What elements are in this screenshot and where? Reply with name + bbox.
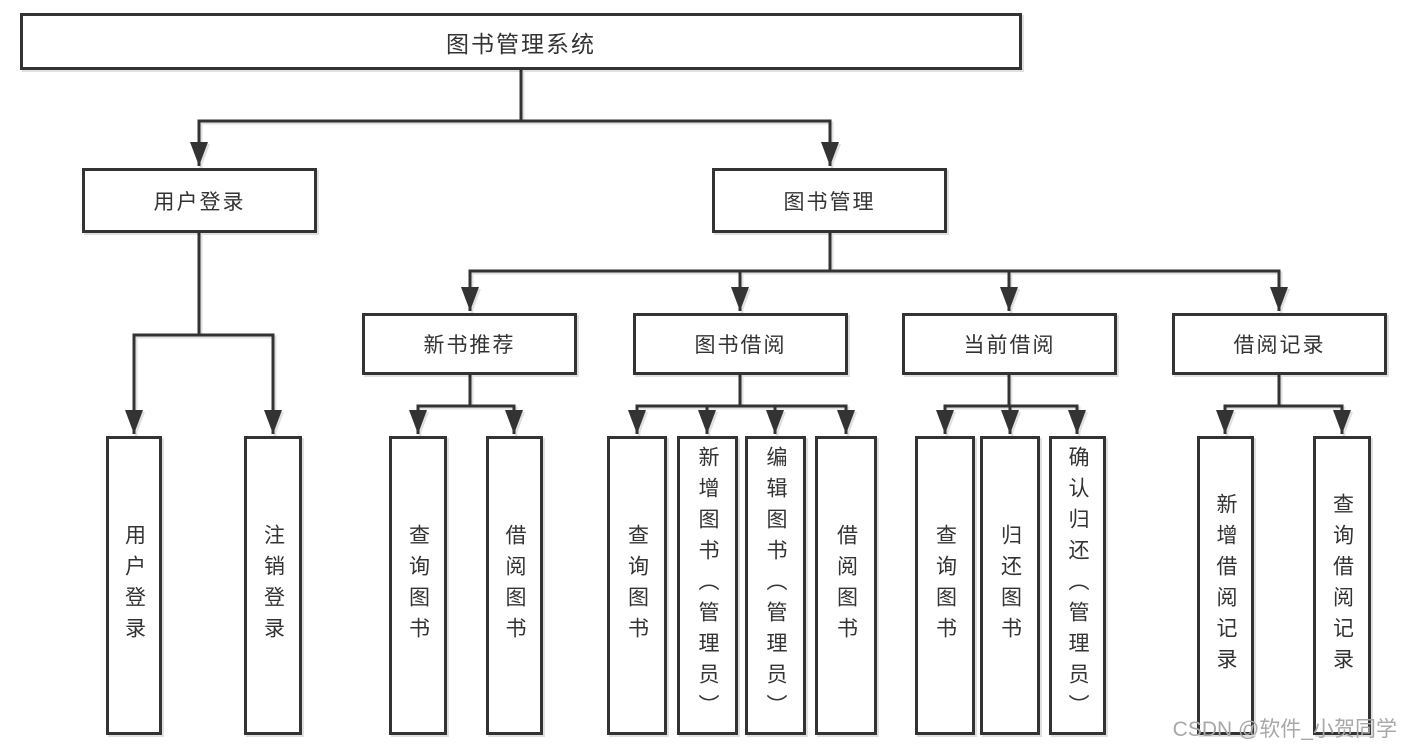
node-borrow-records: 借阅记录 [1172, 313, 1387, 375]
leaf-user-login: 用户登录 [106, 436, 162, 735]
wires-login-to-leaves [125, 233, 282, 434]
wires-recommend-to-leaves [409, 375, 523, 434]
node-book-borrowing: 图书借阅 [633, 313, 848, 375]
node-book-management: 图书管理 [712, 168, 947, 233]
leaf-add-book-admin: 新增图书（管理员） [677, 436, 738, 735]
leaf-current-query-books: 查询图书 [915, 436, 975, 735]
wires-borrowing-to-leaves [628, 375, 855, 434]
leaf-query-borrow-record: 查询借阅记录 [1313, 436, 1371, 735]
leaf-edit-book-admin: 编辑图书（管理员） [745, 436, 806, 735]
leaf-recommend-borrow-books: 借阅图书 [486, 436, 543, 735]
leaf-confirm-return-admin: 确认归还（管理员） [1049, 436, 1106, 735]
leaf-borrowing-borrow-books: 借阅图书 [815, 436, 877, 735]
leaf-logout: 注销登录 [244, 436, 302, 735]
node-current-borrowing: 当前借阅 [902, 313, 1117, 375]
leaf-return-books: 归还图书 [980, 436, 1040, 735]
leaf-recommend-query-books: 查询图书 [389, 436, 447, 735]
node-user-login: 用户登录 [82, 168, 317, 233]
wires-records-to-leaves [1216, 375, 1351, 434]
wires-management-to-level3 [461, 233, 1288, 311]
node-root: 图书管理系统 [20, 13, 1022, 70]
leaf-borrowing-query-books: 查询图书 [607, 436, 667, 735]
wires-root-to-level2 [190, 70, 839, 166]
watermark: CSDN @软件_小贺同学 [1172, 718, 1397, 741]
wires-current-to-leaves [936, 375, 1086, 434]
node-new-book-recommend: 新书推荐 [362, 313, 577, 375]
leaf-add-borrow-record: 新增借阅记录 [1197, 436, 1254, 735]
